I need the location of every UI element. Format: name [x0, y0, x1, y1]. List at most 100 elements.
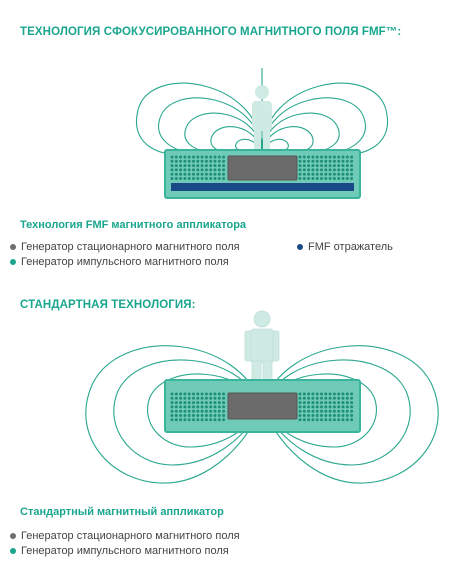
grid-dot	[341, 168, 345, 172]
grid-dot	[213, 409, 217, 413]
grid-dot	[350, 392, 354, 396]
grid-dot	[174, 392, 178, 396]
grid-dot	[222, 405, 226, 409]
grid-dot	[200, 155, 204, 159]
grid-dot	[311, 155, 315, 159]
grid-dot	[179, 401, 183, 405]
grid-dot	[200, 396, 204, 400]
grid-dot	[217, 159, 221, 163]
grid-dot	[302, 159, 306, 163]
grid-dot	[320, 159, 323, 163]
std-field-line	[147, 373, 263, 448]
grid-dot	[302, 418, 306, 422]
grid-dot	[332, 155, 336, 159]
grid-dot	[187, 392, 191, 396]
grid-dot	[324, 392, 328, 396]
grid-dot	[302, 177, 306, 180]
grid-dot	[200, 418, 204, 422]
grid-dot	[192, 401, 195, 405]
grid-dot	[170, 405, 174, 409]
legend-label: Генератор импульсного магнитного поля	[21, 256, 229, 268]
grid-dot	[217, 168, 221, 172]
std-field-line	[261, 345, 439, 484]
grid-dot	[196, 177, 200, 180]
grid-dot	[187, 405, 191, 409]
grid-dot	[213, 172, 217, 176]
grid-dot	[302, 401, 306, 405]
grid-dot	[187, 155, 191, 159]
grid-dot	[328, 172, 332, 176]
pulse-generator-grid-right	[298, 392, 354, 422]
grid-dot	[337, 177, 341, 180]
grid-dot	[302, 414, 306, 417]
grid-dot	[307, 414, 311, 417]
grid-dot	[183, 164, 187, 168]
grid-dot	[307, 418, 311, 422]
grid-dot	[328, 164, 332, 168]
fmf-reflector-bar	[171, 183, 354, 191]
grid-dot	[337, 172, 341, 176]
grid-dot	[196, 396, 200, 400]
grid-dot	[204, 177, 208, 180]
grid-dot	[192, 392, 195, 396]
grid-dot	[183, 177, 187, 180]
grid-dot	[196, 164, 200, 168]
fmf-field-lines	[135, 68, 389, 155]
grid-dot	[320, 418, 323, 422]
grid-dot	[341, 164, 345, 168]
grid-dot	[213, 177, 217, 180]
grid-dot	[315, 392, 319, 396]
grid-dot	[213, 164, 217, 168]
grid-dot	[213, 418, 217, 422]
grid-dot	[337, 396, 341, 400]
grid-dot	[311, 418, 315, 422]
grid-dot	[298, 164, 302, 168]
grid-dot	[192, 414, 195, 417]
grid-dot	[307, 392, 311, 396]
grid-dot	[315, 168, 319, 172]
grid-dot	[196, 409, 200, 413]
grid-dot	[320, 172, 323, 176]
grid-dot	[345, 392, 349, 396]
pulse-generator-grid-left	[170, 392, 226, 422]
grid-dot	[204, 172, 208, 176]
grid-dot	[192, 159, 195, 163]
grid-dot	[174, 405, 178, 409]
grid-dot	[302, 172, 306, 176]
grid-dot	[341, 414, 345, 417]
grid-dot	[298, 418, 302, 422]
grid-dot	[320, 409, 323, 413]
grid-dot	[209, 405, 213, 409]
grid-dot	[307, 159, 311, 163]
grid-dot	[315, 414, 319, 417]
grid-dot	[332, 414, 336, 417]
grid-dot	[217, 177, 221, 180]
grid-dot	[196, 155, 200, 159]
grid-dot	[328, 159, 332, 163]
grid-dot	[179, 392, 183, 396]
stationary-magnet-block	[227, 155, 298, 181]
grid-dot	[204, 164, 208, 168]
grid-dot	[307, 177, 311, 180]
gray-dot-icon	[10, 244, 16, 250]
grid-dot	[337, 405, 341, 409]
grid-dot	[209, 401, 213, 405]
grid-dot	[341, 401, 345, 405]
stationary-magnet-block	[227, 392, 298, 420]
standard-subtitle: Стандартный магнитный аппликатор	[20, 506, 224, 518]
grid-dot	[298, 168, 302, 172]
grid-dot	[332, 177, 336, 180]
grid-dot	[328, 401, 332, 405]
grid-dot	[196, 168, 200, 172]
grid-dot	[341, 418, 345, 422]
grid-dot	[311, 401, 315, 405]
legend-label: Генератор стационарного магнитного поля	[21, 241, 240, 253]
grid-dot	[307, 405, 311, 409]
grid-dot	[320, 405, 323, 409]
grid-dot	[200, 405, 204, 409]
grid-dot	[170, 418, 174, 422]
grid-dot	[320, 168, 323, 172]
grid-dot	[341, 177, 345, 180]
grid-dot	[170, 177, 174, 180]
teal-dot-icon	[10, 548, 16, 554]
